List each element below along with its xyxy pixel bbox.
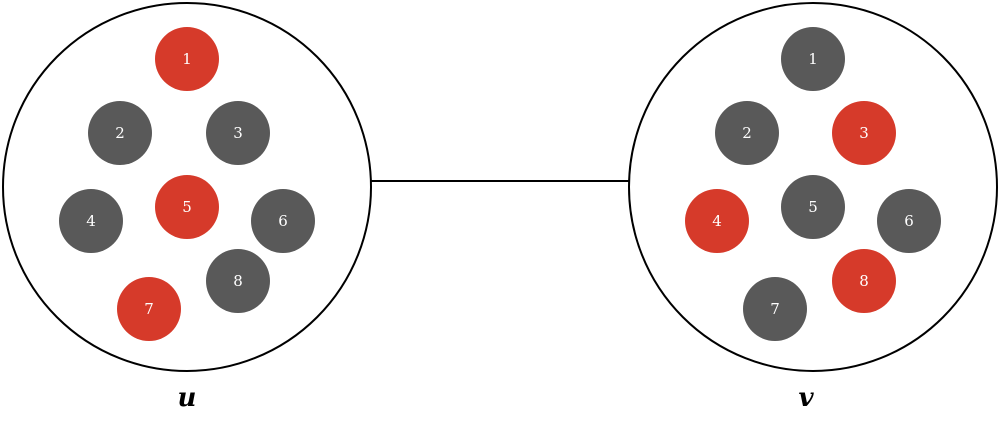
node-circle — [251, 189, 315, 253]
node-label: 7 — [770, 300, 780, 318]
group-v-caption: v — [798, 383, 814, 413]
node-circle — [155, 27, 219, 91]
group-v-node-1: 1 — [781, 27, 845, 91]
group-u-node-5: 5 — [155, 175, 219, 239]
node-circle — [832, 249, 896, 313]
group-v-node-7: 7 — [743, 277, 807, 341]
node-label: 2 — [115, 124, 125, 142]
group-u-node-2: 2 — [88, 101, 152, 165]
group-u-circle — [2, 2, 372, 372]
node-label: 5 — [182, 198, 192, 216]
node-circle — [715, 101, 779, 165]
node-circle — [117, 277, 181, 341]
node-label: 6 — [278, 212, 288, 230]
node-label: 3 — [233, 124, 243, 142]
group-v-node-4: 4 — [685, 189, 749, 253]
node-label: 6 — [904, 212, 914, 230]
group-v-circle — [628, 2, 998, 372]
group-u-node-7: 7 — [117, 277, 181, 341]
node-circle — [206, 101, 270, 165]
group-v-node-2: 2 — [715, 101, 779, 165]
node-label: 7 — [144, 300, 154, 318]
node-circle — [781, 27, 845, 91]
node-circle — [832, 101, 896, 165]
group-v-node-6: 6 — [877, 189, 941, 253]
node-circle — [781, 175, 845, 239]
group-u-caption: u — [178, 383, 197, 413]
group-u-node-6: 6 — [251, 189, 315, 253]
node-label: 4 — [86, 212, 96, 230]
group-v: 1 2 3 4 5 6 7 8 v — [628, 2, 998, 413]
node-circle — [685, 189, 749, 253]
node-circle — [59, 189, 123, 253]
node-label: 8 — [859, 272, 869, 290]
group-u-node-8: 8 — [206, 249, 270, 313]
node-label: 8 — [233, 272, 243, 290]
node-label: 3 — [859, 124, 869, 142]
node-circle — [88, 101, 152, 165]
node-label: 1 — [182, 50, 192, 68]
group-u-node-1: 1 — [155, 27, 219, 91]
group-u: 1 2 3 4 5 6 7 8 u — [2, 2, 372, 413]
group-u-node-3: 3 — [206, 101, 270, 165]
node-label: 5 — [808, 198, 818, 216]
node-label: 4 — [712, 212, 722, 230]
group-u-node-4: 4 — [59, 189, 123, 253]
node-circle — [155, 175, 219, 239]
group-v-node-5: 5 — [781, 175, 845, 239]
node-circle — [206, 249, 270, 313]
node-label: 1 — [808, 50, 818, 68]
group-u-nodes: 1 2 3 4 5 6 7 8 — [59, 27, 315, 341]
group-v-nodes: 1 2 3 4 5 6 7 8 — [685, 27, 941, 341]
node-circle — [743, 277, 807, 341]
group-v-node-8: 8 — [832, 249, 896, 313]
node-label: 2 — [742, 124, 752, 142]
node-circle — [877, 189, 941, 253]
group-v-node-3: 3 — [832, 101, 896, 165]
